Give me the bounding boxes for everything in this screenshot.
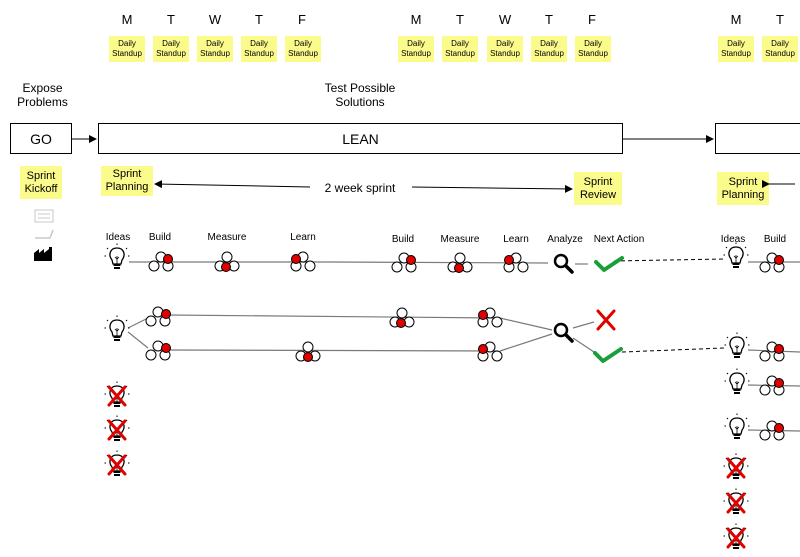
check-icon (593, 347, 623, 363)
stage-label-learn: Learn (503, 234, 529, 245)
stage-label-next-action: Next Action (593, 234, 645, 245)
build-measure-learn-icon (477, 307, 503, 328)
sprint-planning-note: Sprint Planning (101, 166, 153, 196)
daily-standup-note: Daily Standup (575, 36, 611, 62)
stage-label-learn: Learn (290, 232, 316, 243)
day-label: W (208, 12, 222, 27)
bulb-icon (102, 241, 132, 270)
sprint-right-arrow (411, 184, 573, 193)
daily-standup-note: Daily Standup (762, 36, 798, 62)
stage-label-ideas: Ideas (105, 232, 131, 243)
crossed-bulb-icon (722, 452, 750, 479)
build-measure-learn-icon (145, 340, 171, 361)
crossed-bulb-icon (103, 380, 131, 407)
bulb-icon (722, 366, 752, 395)
build-measure-learn-icon (145, 306, 171, 327)
build-measure-learn-icon (447, 252, 473, 273)
build-measure-learn-icon (389, 307, 415, 328)
day-label: T (167, 12, 175, 27)
daily-standup-note: Daily Standup (153, 36, 189, 62)
magnifier-icon (553, 322, 574, 343)
build-measure-learn-icon (295, 341, 321, 362)
sprint-kickoff-note: Sprint Kickoff (20, 166, 62, 199)
day-label: M (121, 12, 133, 27)
build-measure-learn-icon (759, 341, 785, 362)
day-label: W (498, 12, 512, 27)
day-label: F (298, 12, 306, 27)
build-measure-learn-icon (290, 251, 316, 272)
build-measure-learn-icon (759, 375, 785, 396)
bulb-icon (722, 330, 752, 359)
daily-standup-note: Daily Standup (241, 36, 277, 62)
crossed-bulb-icon (722, 487, 750, 514)
tools-icon (35, 229, 54, 239)
build-measure-learn-icon (214, 251, 240, 272)
day-label: T (545, 12, 553, 27)
build-measure-learn-icon (477, 341, 503, 362)
day-label: M (730, 12, 742, 27)
stage-label-measure: Measure (207, 232, 247, 243)
whiteboard-icon (34, 209, 54, 223)
day-label: M (410, 12, 422, 27)
crossed-bulb-icon (103, 449, 131, 476)
sprint-planning-note-next: Sprint Planning (717, 172, 769, 205)
crossed-bulb-icon (722, 522, 750, 549)
magnifier-icon (553, 253, 574, 274)
stage-label-ideas: Ideas (720, 234, 746, 245)
daily-standup-note: Daily Standup (398, 36, 434, 62)
stage-label-build: Build (763, 234, 787, 245)
crossed-bulb-icon (103, 414, 131, 441)
sprint-review-note: Sprint Review (574, 172, 622, 205)
build-measure-learn-icon (148, 251, 174, 272)
day-label: T (255, 12, 263, 27)
stage-label-measure: Measure (440, 234, 480, 245)
bulb-icon (722, 411, 752, 440)
bulb-icon (102, 313, 132, 342)
go-box: GO (10, 123, 72, 154)
lean-box: LEAN (98, 123, 623, 154)
day-label: T (456, 12, 464, 27)
build-measure-learn-icon (391, 252, 417, 273)
expose-problems-caption: Expose Problems (17, 81, 68, 109)
check-icon (594, 256, 624, 272)
daily-standup-note: Daily Standup (487, 36, 523, 62)
two-week-sprint-label: 2 week sprint (310, 181, 410, 195)
daily-standup-note: Daily Standup (718, 36, 754, 62)
factory-icon (34, 247, 52, 261)
next-phase-box (715, 123, 800, 154)
daily-standup-note: Daily Standup (197, 36, 233, 62)
day-label: F (588, 12, 596, 27)
daily-standup-note: Daily Standup (285, 36, 321, 62)
daily-standup-note: Daily Standup (109, 36, 145, 62)
build-measure-learn-icon (503, 252, 529, 273)
daily-standup-note: Daily Standup (442, 36, 478, 62)
build-measure-learn-icon (759, 420, 785, 441)
day-label: T (776, 12, 784, 27)
bulb-icon (721, 240, 751, 269)
stage-label-analyze: Analyze (547, 234, 583, 245)
test-solutions-caption: Test Possible Solutions (324, 81, 396, 109)
x-mark-icon (596, 309, 616, 331)
build-measure-learn-icon (759, 252, 785, 273)
stage-label-build: Build (148, 232, 172, 243)
stage-label-build: Build (391, 234, 415, 245)
daily-standup-note: Daily Standup (531, 36, 567, 62)
sprint-left-arrow (154, 180, 311, 189)
